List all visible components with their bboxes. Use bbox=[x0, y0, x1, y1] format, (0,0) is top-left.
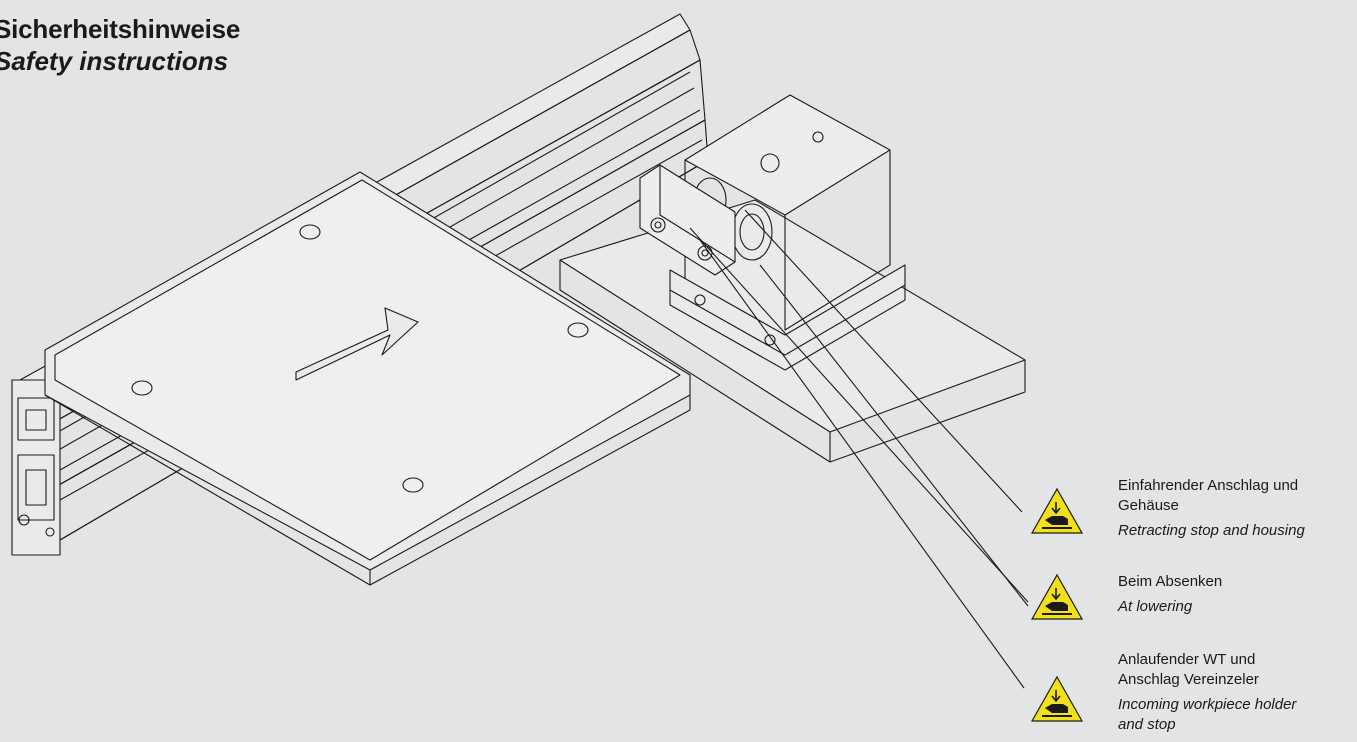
stop-housing bbox=[669, 94, 906, 371]
hand-crush-warning-icon bbox=[1030, 573, 1084, 620]
direction-arrow-icon bbox=[295, 307, 419, 381]
warning-label-en: Incoming workpiece holder and stop bbox=[1118, 696, 1297, 733]
page-title: Sicherheitshinweise bbox=[0, 14, 241, 44]
warning-label-de: Einfahrender Anschlag und Gehäuse bbox=[1118, 477, 1299, 514]
hand-crush-warning-icon bbox=[1030, 675, 1084, 722]
page-subtitle: Safety instructions bbox=[0, 46, 229, 76]
warning-label-en: Retracting stop and housing bbox=[1118, 522, 1305, 539]
warning-label-de: Beim Absenken bbox=[1118, 573, 1223, 590]
leader-lines bbox=[689, 209, 1029, 689]
warning-label-3: Anlaufender WT und Anschlag Vereinzeler … bbox=[1118, 650, 1318, 735]
warning-label-1: Einfahrender Anschlag und Gehäuse Retrac… bbox=[1118, 476, 1343, 541]
warning-label-de: Anlaufender WT und Anschlag Vereinzeler bbox=[1118, 651, 1259, 688]
warning-label-en: At lowering bbox=[1118, 598, 1193, 615]
hand-crush-warning-icon bbox=[1030, 487, 1084, 534]
workpiece-carrier bbox=[44, 171, 691, 586]
warning-label-2: Beim Absenken At lowering bbox=[1118, 572, 1343, 617]
